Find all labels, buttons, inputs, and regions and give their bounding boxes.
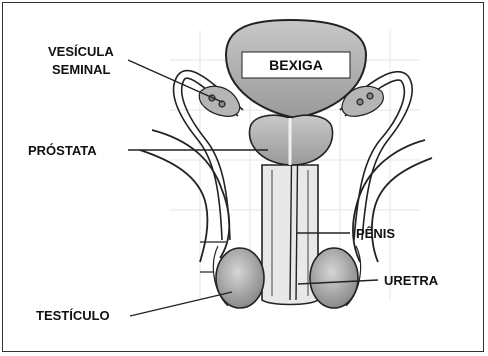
testicle-right xyxy=(310,246,361,308)
label-seminal-line2: SEMINAL xyxy=(52,62,111,77)
label-prostate: PRÓSTATA xyxy=(28,143,97,158)
label-urethra: URETRA xyxy=(384,273,439,288)
label-bladder: BEXIGA xyxy=(269,57,323,73)
label-penis: PÊNIS xyxy=(356,226,395,241)
label-seminal-line1: VESÍCULA xyxy=(48,44,114,59)
label-testicle: TESTÍCULO xyxy=(36,308,110,323)
prostate xyxy=(249,115,332,165)
leader-seminal xyxy=(128,60,222,102)
leader-testicle xyxy=(130,292,232,316)
